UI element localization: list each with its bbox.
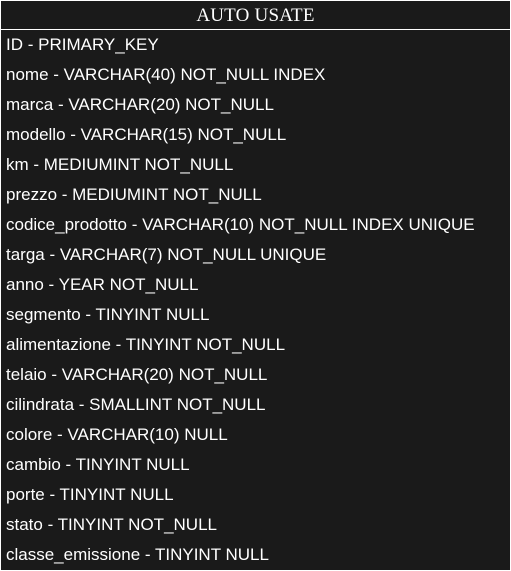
field-row: targa - VARCHAR(7) NOT_NULL UNIQUE — [6, 245, 327, 264]
field-row: marca - VARCHAR(20) NOT_NULL — [6, 95, 274, 114]
field-row: cilindrata - SMALLINT NOT_NULL — [6, 395, 266, 414]
table-header: AUTO USATE — [1, 1, 510, 30]
field-row: cambio - TINYINT NULL — [6, 455, 190, 474]
field-row: nome - VARCHAR(40) NOT_NULL INDEX — [6, 65, 326, 84]
field-row: porte - TINYINT NULL — [6, 485, 174, 504]
field-row: modello - VARCHAR(15) NOT_NULL — [6, 125, 287, 144]
field-row: colore - VARCHAR(10) NULL — [6, 425, 228, 444]
field-row: classe_emissione - TINYINT NULL — [6, 545, 269, 564]
field-row: telaio - VARCHAR(20) NOT_NULL — [6, 365, 268, 384]
field-row: stato - TINYINT NOT_NULL — [6, 515, 217, 534]
field-list: ID - PRIMARY_KEY nome - VARCHAR(40) NOT_… — [1, 30, 510, 570]
field-row: alimentazione - TINYINT NOT_NULL — [6, 335, 286, 354]
field-row: segmento - TINYINT NULL — [6, 305, 210, 324]
field-row: ID - PRIMARY_KEY — [6, 35, 159, 54]
field-row: prezzo - MEDIUMINT NOT_NULL — [6, 185, 262, 204]
table-title: AUTO USATE — [196, 4, 315, 26]
field-row: codice_prodotto - VARCHAR(10) NOT_NULL I… — [6, 215, 475, 234]
field-row: km - MEDIUMINT NOT_NULL — [6, 155, 234, 174]
field-row: anno - YEAR NOT_NULL — [6, 275, 199, 294]
